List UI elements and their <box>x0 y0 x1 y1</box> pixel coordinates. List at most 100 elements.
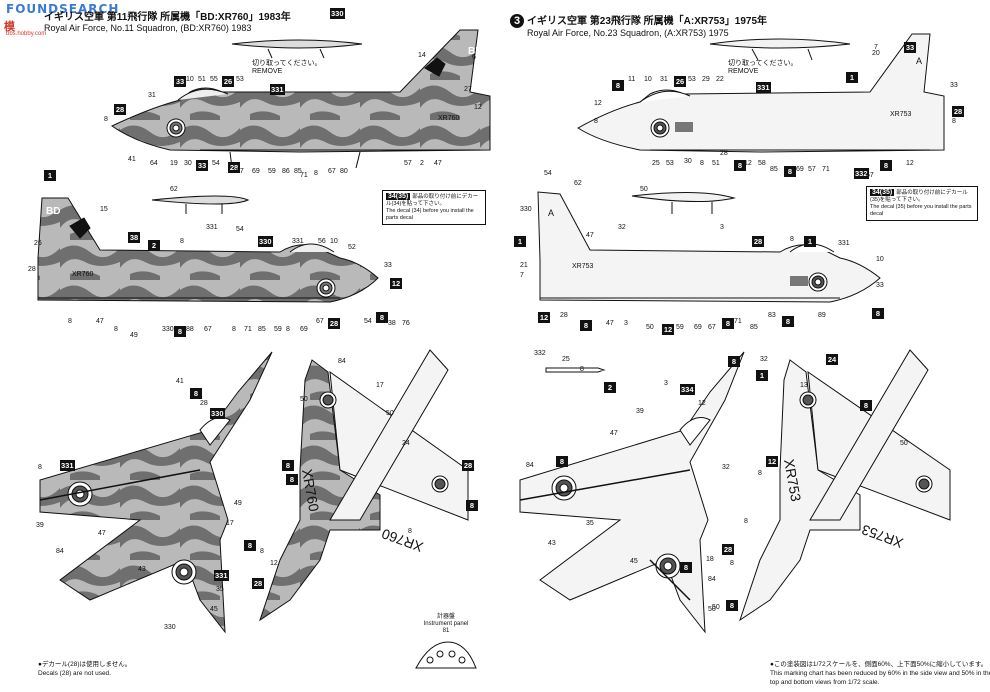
callout-left-74: 330 <box>210 408 225 419</box>
callout-left-70: 76 <box>402 320 410 327</box>
callout-right-44: 7 <box>520 272 524 279</box>
scheme2-title-jp: イギリス空軍 第11飛行隊 所属機「BD:XR760」1983年 <box>44 12 291 23</box>
callout-right-18: 25 <box>652 160 660 167</box>
footnote-left: ●デカール(28)は使用しません。Decals (28) are not use… <box>38 661 132 677</box>
xr753-top-view <box>519 351 745 634</box>
callout-right-19: 53 <box>666 160 674 167</box>
callout-right-99: 8 <box>730 560 734 567</box>
callout-right-46: 28 <box>752 236 764 247</box>
callout-right-75: 12 <box>698 400 706 407</box>
callout-right-59: 59 <box>676 324 684 331</box>
callout-right-27: 85 <box>770 166 778 173</box>
callout-left-16: 19 <box>170 160 178 167</box>
callout-left-95: 8 <box>408 528 412 535</box>
callout-left-47: 10 <box>330 238 338 245</box>
decal-note-right: 34(35)部品の取り付け前にデカール(35)を貼って下さい。The decal… <box>866 186 978 221</box>
callout-left-11: 31 <box>148 92 156 99</box>
callout-right-42: 1 <box>514 236 526 247</box>
callout-left-78: 47 <box>98 530 106 537</box>
callout-right-58: 12 <box>662 324 674 335</box>
watermark-site: bbs.hobby.com <box>6 31 47 37</box>
code-bd-side1: BD <box>468 46 482 57</box>
callout-right-49: 331 <box>838 240 850 247</box>
callout-right-65: 83 <box>768 312 776 319</box>
callout-right-47: 8 <box>790 236 794 243</box>
callout-right-39: 62 <box>574 180 582 187</box>
serial-xr753-bottom2: XR753 <box>859 522 905 552</box>
callout-right-36: 50 <box>640 186 648 193</box>
callout-left-21: 67 <box>236 168 244 175</box>
callout-right-83: 43 <box>548 540 556 547</box>
serial-xr753-side2: XR753 <box>572 263 594 270</box>
callout-left-23: 59 <box>268 168 276 175</box>
callout-right-20: 30 <box>684 158 692 165</box>
callout-right-48: 1 <box>804 236 816 247</box>
callout-left-72: 8 <box>190 388 202 399</box>
callout-left-51: 8 <box>68 318 72 325</box>
callout-left-89: 24 <box>402 440 410 447</box>
callout-left-18: 33 <box>196 160 208 171</box>
callout-right-89: 50 <box>708 606 716 613</box>
callout-left-31: 2 <box>420 160 424 167</box>
callout-right-13: 7 <box>874 44 878 51</box>
serial-xr753-side1: XR753 <box>890 111 912 118</box>
callout-right-68: 8 <box>872 308 884 319</box>
xr760-bottom-view: XR760 XR760 <box>259 349 469 622</box>
callout-right-73: 3 <box>664 380 668 387</box>
callout-left-61: 85 <box>258 326 266 333</box>
xr760-side-view-1: XR760 BD <box>111 29 491 169</box>
callout-right-97: 8 <box>744 518 748 525</box>
callout-left-36: 54 <box>236 226 244 233</box>
callout-left-58: 67 <box>204 326 212 333</box>
callout-right-100: 8 <box>726 600 738 611</box>
callout-right-78: 1 <box>756 370 768 381</box>
serial-xr760-bottom2: XR760 <box>379 526 425 556</box>
callout-left-39: 15 <box>100 206 108 213</box>
callout-left-92: 8 <box>244 540 256 551</box>
callout-right-52: 12 <box>538 312 550 323</box>
callout-left-17: 30 <box>184 160 192 167</box>
callout-right-24: 8 <box>734 160 746 171</box>
callout-right-3: 31 <box>660 76 668 83</box>
callout-left-100: 28 <box>462 460 474 471</box>
callout-left-64: 69 <box>300 326 308 333</box>
callout-right-74: 334 <box>680 384 695 395</box>
decal-note-left: 34(35)部品の取り付け前にデカール(34)を貼って下さい。The decal… <box>382 190 486 225</box>
callout-right-40: 54 <box>544 170 552 177</box>
callout-right-35: 12 <box>906 160 914 167</box>
code-bd-side2: BD <box>46 206 60 217</box>
callout-right-28: 8 <box>784 166 796 177</box>
callout-left-6: 331 <box>270 84 285 95</box>
callout-left-34: 62 <box>170 186 178 193</box>
callout-right-25: 12 <box>744 160 752 167</box>
missile-drawing <box>545 367 606 373</box>
callout-right-21: 8 <box>700 160 704 167</box>
callout-left-99: 8 <box>260 548 264 555</box>
callout-left-26: 71 <box>300 172 308 179</box>
callout-right-72: 2 <box>604 382 616 393</box>
callout-left-71: 41 <box>176 378 184 385</box>
callout-right-95: 8 <box>758 470 762 477</box>
callout-left-10: 330 <box>330 8 345 19</box>
callout-right-61: 67 <box>708 324 716 331</box>
callout-left-66: 28 <box>328 318 340 329</box>
callout-right-85: 45 <box>630 558 638 565</box>
code-a-side2: A <box>548 208 554 218</box>
callout-left-40: 38 <box>128 232 140 243</box>
callout-left-44: 330 <box>258 236 273 247</box>
callout-right-41: 330 <box>520 206 532 213</box>
remove-label-right: 切り取ってください。REMOVE <box>728 60 798 75</box>
callout-left-29: 80 <box>340 168 348 175</box>
callout-right-50: 10 <box>876 256 884 263</box>
xr760-top-view <box>39 351 273 634</box>
callout-right-92: 8 <box>860 400 872 411</box>
callout-right-96: 32 <box>722 464 730 471</box>
callout-left-30: 57 <box>404 160 412 167</box>
callout-right-34: 8 <box>880 160 892 171</box>
callout-left-1: 10 <box>186 76 194 83</box>
callout-right-87: 18 <box>706 556 714 563</box>
serial-xr753-bottom1: XR753 <box>781 458 804 503</box>
callout-right-4: 26 <box>674 76 686 87</box>
callout-left-101: 8 <box>174 76 178 83</box>
callout-right-53: 28 <box>560 312 568 319</box>
